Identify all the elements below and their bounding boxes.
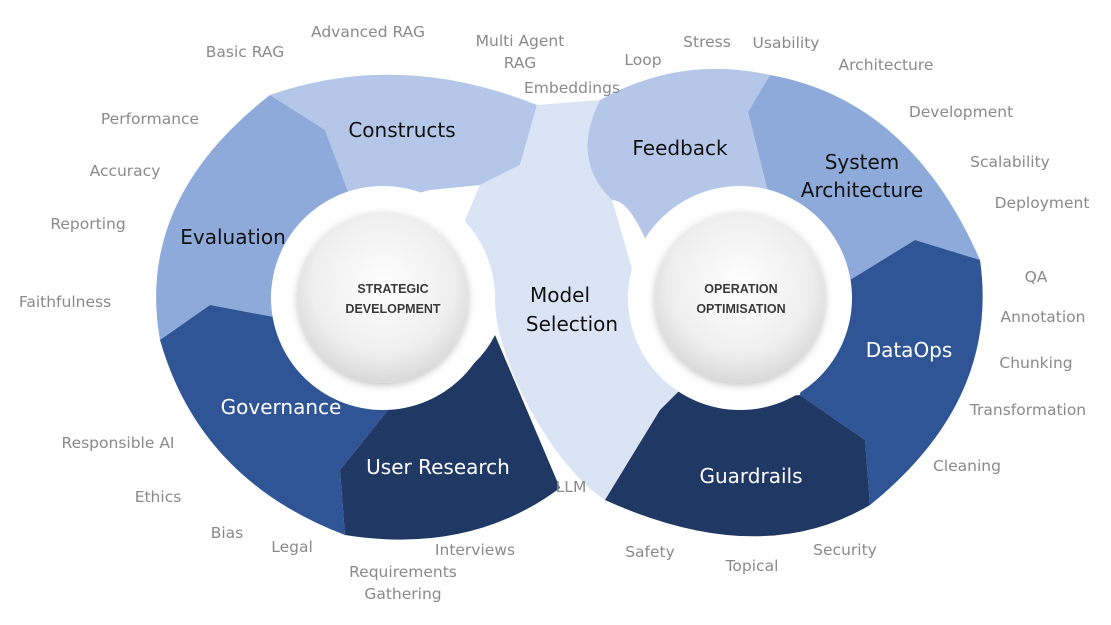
outer-label-chunking: Chunking: [999, 354, 1072, 372]
hub-left-line2: DEVELOPMENT: [345, 302, 441, 316]
outer-label-transformation: Transformation: [969, 401, 1086, 419]
outer-label-cleaning: Cleaning: [933, 457, 1001, 475]
segment-governance: [160, 305, 400, 535]
outer-label-multi-agent-rag-line1: Multi Agent: [476, 32, 565, 50]
outer-label-loop: Loop: [624, 51, 661, 69]
outer-label-bias: Bias: [211, 524, 244, 542]
outer-label-topical: Topical: [725, 557, 779, 575]
label-model-selection-line2: Selection: [526, 312, 618, 336]
segment-constructs: [270, 74, 537, 210]
label-evaluation: Evaluation: [180, 225, 286, 249]
outer-label-multi-agent-rag-line2: RAG: [504, 54, 536, 72]
label-system-architecture-line1: System: [825, 150, 900, 174]
outer-label-basic-rag: Basic RAG: [206, 43, 284, 61]
label-feedback: Feedback: [632, 136, 728, 160]
outer-label-legal: Legal: [271, 538, 313, 556]
outer-label-annotation: Annotation: [1000, 308, 1085, 326]
outer-label-faithfulness: Faithfulness: [19, 293, 111, 311]
hub-right-line2: OPTIMISATION: [696, 302, 785, 316]
outer-label-safety: Safety: [625, 543, 675, 561]
outer-label-development: Development: [909, 103, 1013, 121]
outer-label-deployment: Deployment: [995, 194, 1090, 212]
outer-label-accuracy: Accuracy: [90, 162, 161, 180]
outer-labels: Basic RAG Advanced RAG Multi Agent RAG E…: [19, 23, 1090, 603]
outer-label-embeddings: Embeddings: [524, 79, 620, 97]
outer-label-responsible-ai: Responsible AI: [62, 434, 175, 452]
hub-left-line1: STRATEGIC: [357, 282, 428, 296]
label-constructs: Constructs: [348, 118, 455, 142]
outer-label-stress: Stress: [683, 33, 731, 51]
outer-label-performance: Performance: [101, 110, 199, 128]
hub-right: OPERATION OPTIMISATION: [628, 186, 852, 410]
label-system-architecture-line2: Architecture: [801, 178, 923, 202]
outer-label-interviews: Interviews: [435, 541, 515, 559]
outer-label-usability: Usability: [753, 34, 820, 52]
label-dataops: DataOps: [866, 338, 953, 362]
outer-label-requirements-gathering-line1: Requirements: [349, 563, 457, 581]
outer-label-reporting: Reporting: [50, 215, 125, 233]
hub-right-line1: OPERATION: [704, 282, 777, 296]
segment-user-research: [340, 335, 560, 540]
outer-label-qa: QA: [1025, 268, 1048, 286]
outer-label-advanced-rag: Advanced RAG: [311, 23, 425, 41]
segment-model-selection: [465, 100, 690, 500]
outer-label-architecture: Architecture: [839, 56, 934, 74]
label-guardrails: Guardrails: [699, 464, 802, 488]
outer-label-ethics: Ethics: [135, 488, 182, 506]
label-user-research: User Research: [366, 455, 510, 479]
outer-label-requirements-gathering-line2: Gathering: [364, 585, 441, 603]
left-ring: [156, 74, 560, 540]
outer-label-llm: LLM: [556, 478, 587, 496]
outer-label-security: Security: [813, 541, 877, 559]
segment-evaluation: [156, 95, 355, 340]
segment-guardrails: [605, 380, 870, 537]
label-model-selection-line1: Model: [530, 283, 590, 307]
hub-left: STRATEGIC DEVELOPMENT: [271, 186, 495, 410]
outer-label-scalability: Scalability: [970, 153, 1050, 171]
label-governance: Governance: [221, 395, 342, 419]
